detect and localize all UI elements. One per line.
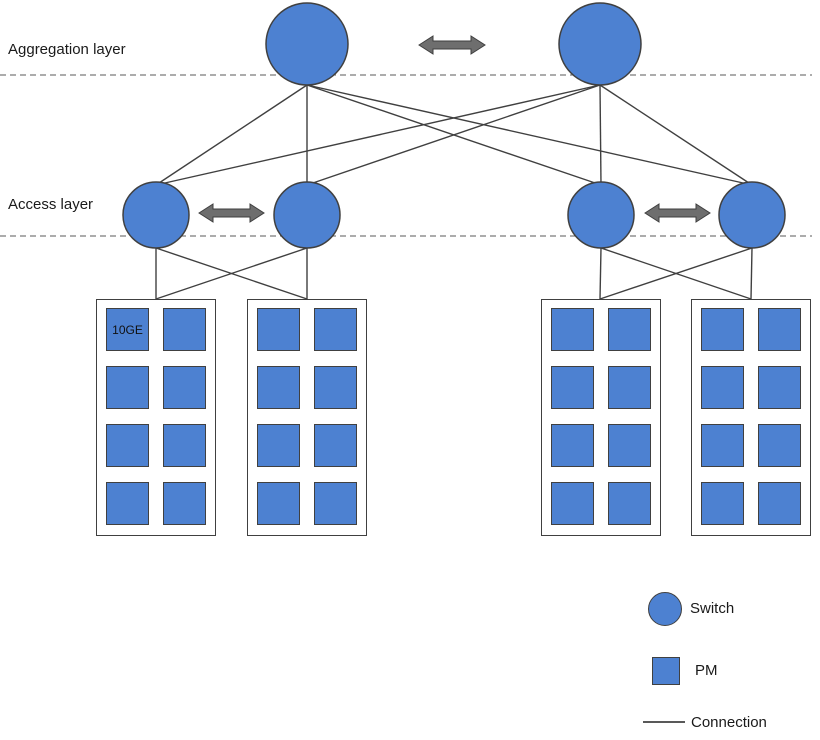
legend-pm-label: PM <box>695 662 718 679</box>
pm-square <box>701 424 744 467</box>
connection-line <box>599 247 753 300</box>
pm-square <box>608 482 651 525</box>
pm-square <box>257 482 300 525</box>
pm-square <box>551 308 594 351</box>
pm-square <box>163 366 206 409</box>
pm-square <box>701 482 744 525</box>
pm-square <box>106 482 149 525</box>
pm-square <box>257 424 300 467</box>
rack-3 <box>541 299 661 536</box>
connection-line <box>155 84 601 186</box>
access-switch-4 <box>718 181 786 249</box>
pm-square: 10GE <box>106 308 149 351</box>
pm-square <box>163 424 206 467</box>
pm-square <box>257 366 300 409</box>
pm-square <box>701 366 744 409</box>
access-switch-3 <box>567 181 635 249</box>
connection-line <box>306 84 753 186</box>
pm-square <box>608 308 651 351</box>
pm-square <box>551 482 594 525</box>
bidirectional-arrow-access-right <box>644 203 711 223</box>
pm-square <box>758 482 801 525</box>
pm-square <box>551 366 594 409</box>
connection-line <box>155 247 308 300</box>
pm-square <box>314 366 357 409</box>
connection-line <box>599 247 602 300</box>
access-switch-1 <box>122 181 190 249</box>
connection-line <box>599 84 753 186</box>
connection-line <box>155 84 308 186</box>
aggregation-layer-label: Aggregation layer <box>8 41 126 58</box>
pm-square <box>106 424 149 467</box>
pm-square <box>314 482 357 525</box>
access-switch-2 <box>273 181 341 249</box>
pm-square <box>758 366 801 409</box>
connection-lines <box>155 84 753 300</box>
bidirectional-arrow-access-left <box>198 203 265 223</box>
pm-square <box>758 424 801 467</box>
pm-square <box>608 366 651 409</box>
aggregation-switch-2 <box>558 2 642 86</box>
pm-square <box>163 482 206 525</box>
bidirectional-arrow-aggregation <box>418 35 486 55</box>
legend-switch-label: Switch <box>690 600 735 617</box>
pm-square <box>551 424 594 467</box>
pm-square <box>701 308 744 351</box>
connection-line <box>599 84 602 186</box>
pm-square <box>257 308 300 351</box>
pm-square <box>314 308 357 351</box>
legend-connection-icon <box>643 721 685 723</box>
connection-line <box>306 84 601 186</box>
legend-connection-label: Connection <box>691 714 767 731</box>
legend-pm-icon <box>652 657 680 685</box>
pm-square <box>163 308 206 351</box>
rack-1: 10GE <box>96 299 216 536</box>
access-layer-label: Access layer <box>8 196 94 213</box>
pm-square <box>758 308 801 351</box>
pm-square <box>106 366 149 409</box>
connection-line <box>750 247 753 300</box>
legend-switch-icon <box>648 592 682 626</box>
pm-square <box>314 424 357 467</box>
aggregation-switch-1 <box>265 2 349 86</box>
rack-2 <box>247 299 367 536</box>
rack-4 <box>691 299 811 536</box>
pm-square <box>608 424 651 467</box>
